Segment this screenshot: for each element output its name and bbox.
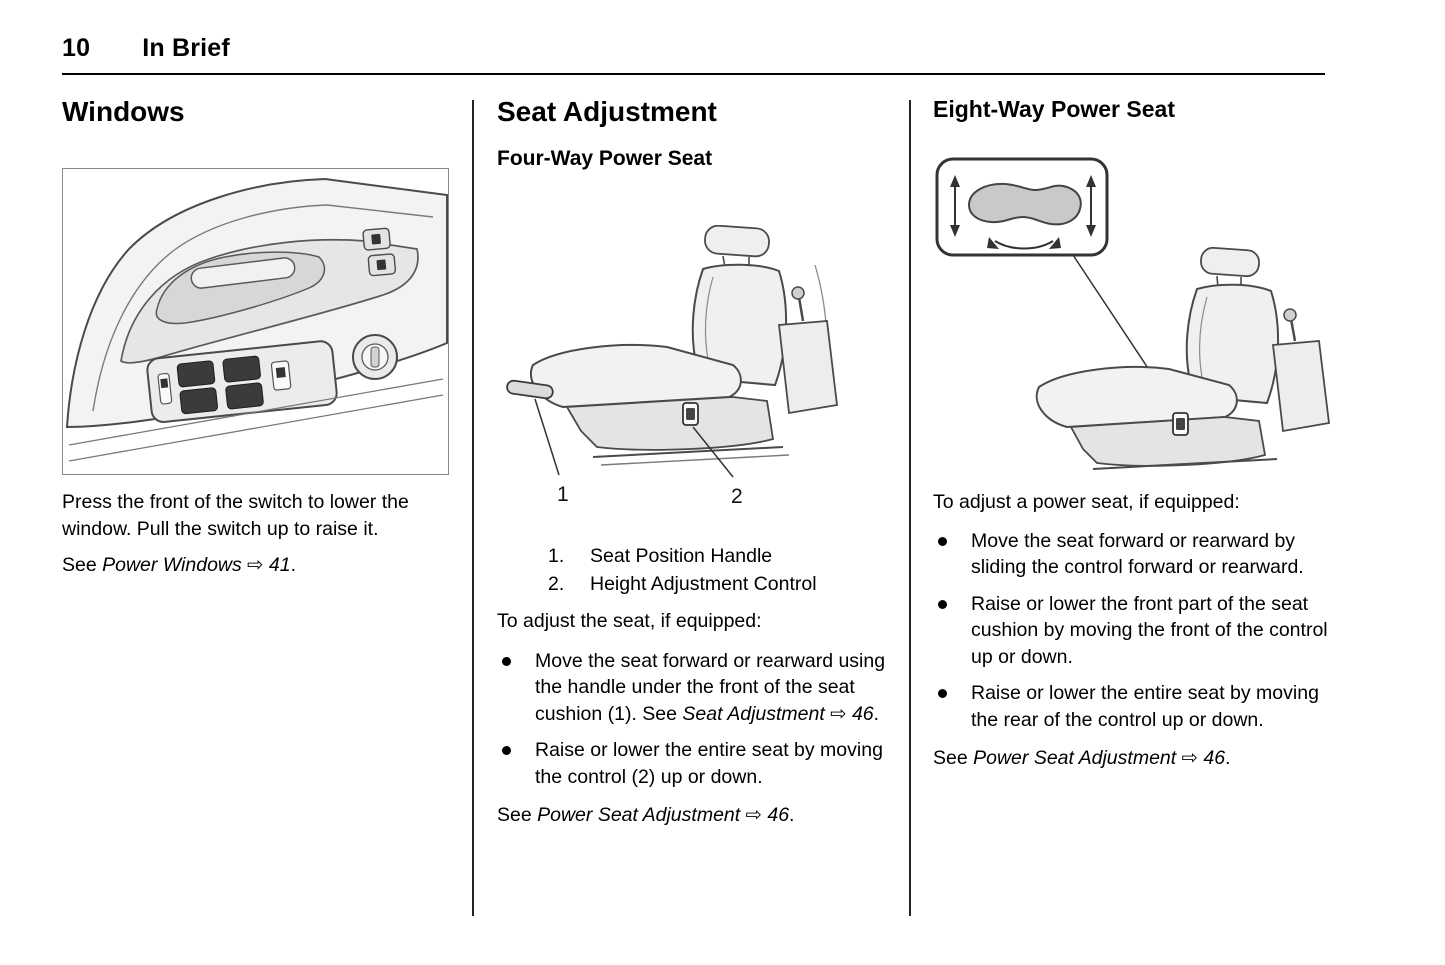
bullet-item: Raise or lower the front part of the sea… — [933, 591, 1333, 671]
seat-position-handle — [506, 379, 554, 400]
page-number: 10 — [62, 34, 91, 62]
seat-adjustment-ref: Seat Adjustment ⇨ 46 — [682, 702, 874, 725]
bullet-dot — [938, 599, 947, 609]
window-switch-cluster — [146, 340, 338, 423]
see-suffix: . — [1225, 747, 1231, 769]
column-windows: Windows — [62, 98, 457, 579]
callout-2-label: 2 — [731, 485, 743, 508]
seat-base — [565, 396, 775, 451]
seat-adjustment-see-also: See Power Seat Adjustment ⇨ 46. — [497, 802, 897, 829]
seat-base — [1069, 416, 1267, 467]
eight-way-seat-drawing — [935, 157, 1330, 470]
section-title: In Brief — [142, 34, 230, 62]
door-panel-drawing — [65, 177, 448, 462]
bullet-item: Move the seat forward or rearward by sli… — [933, 528, 1333, 581]
power-seat-control-icon — [935, 157, 1109, 257]
door-pull-handle — [190, 257, 296, 289]
bullet-text: Raise or lower the entire seat by moving… — [971, 682, 1319, 731]
headrest — [704, 224, 770, 269]
bullet-dot — [502, 656, 511, 666]
seat-cushion — [1035, 366, 1238, 429]
door-panel-illustration — [62, 168, 449, 475]
headrest — [1200, 246, 1260, 289]
bullet-text: Raise or lower the front part of the sea… — [971, 592, 1328, 668]
windows-see-also: See Power Windows ⇨ 41. — [62, 552, 457, 579]
windows-body-text: Press the front of the switch to lower t… — [62, 491, 409, 540]
bullet-item: Move the seat forward or rearward using … — [497, 648, 897, 728]
seat-parts-list: 1. Seat Position Handle 2. Height Adjust… — [497, 542, 897, 598]
bullet-text: Move the seat forward or rearward using … — [535, 648, 897, 728]
eight-way-intro: To adjust a power seat, if equipped: — [933, 491, 1240, 513]
eight-way-power-seat-heading: Eight-Way Power Seat — [933, 96, 1175, 122]
callout-2-leader — [692, 426, 734, 478]
list-item-number: 1. — [548, 545, 565, 567]
four-way-seat-drawing: 1 2 — [506, 224, 838, 508]
bullet-item: Raise or lower the entire seat by moving… — [497, 737, 897, 790]
bullet-text-body: Move the seat forward or rearward using … — [535, 649, 886, 725]
mirror-control-knob — [352, 334, 398, 380]
bullet-dot — [938, 536, 947, 546]
four-way-seat-illustration: 1 2 — [497, 224, 862, 510]
power-seat-adjustment-ref: Power Seat Adjustment ⇨ 46 — [537, 804, 790, 826]
power-windows-ref: Power Windows ⇨ 41 — [102, 554, 291, 576]
see-prefix: See — [62, 554, 103, 576]
center-console — [1271, 308, 1330, 433]
bullet-dot — [938, 689, 947, 698]
column-divider-2 — [909, 100, 911, 916]
power-seat-side-control — [1172, 412, 1189, 436]
center-console — [778, 286, 838, 415]
callout-1-label: 1 — [557, 483, 569, 506]
windows-heading: Windows — [62, 96, 185, 127]
see-suffix: . — [789, 804, 795, 826]
see-prefix: See — [497, 804, 538, 826]
header-rule — [62, 73, 1325, 75]
page-header: 10 In Brief — [62, 34, 230, 63]
column-divider-1 — [472, 100, 474, 916]
window-lock-switches — [362, 227, 397, 277]
list-item-number: 2. — [548, 573, 565, 595]
callout-1-leader — [534, 398, 560, 476]
column-seat-adjustment: Seat Adjustment Four-Way Power Seat — [497, 98, 897, 829]
bullet-item: Raise or lower the entire seat by moving… — [933, 680, 1333, 733]
see-prefix: See — [933, 747, 974, 769]
seat-adjustment-intro: To adjust the seat, if equipped: — [497, 610, 762, 632]
list-item: 1. Seat Position Handle — [548, 542, 897, 570]
seat-adjustment-heading: Seat Adjustment — [497, 96, 717, 127]
eight-way-bullets: Move the seat forward or rearward by sli… — [933, 528, 1333, 734]
bullet-dot — [502, 746, 511, 755]
list-item-label: Height Adjustment Control — [590, 573, 817, 595]
eight-way-see-also: See Power Seat Adjustment ⇨ 46. — [933, 745, 1333, 772]
seat-adjustment-bullets: Move the seat forward or rearward using … — [497, 648, 897, 791]
see-suffix: . — [290, 554, 297, 576]
column-eight-way-power-seat: Eight-Way Power Seat — [933, 98, 1333, 772]
bullet-text: Raise or lower the entire seat by moving… — [535, 739, 883, 788]
height-adjustment-control — [682, 402, 699, 426]
power-seat-adjustment-ref: Power Seat Adjustment ⇨ 46 — [973, 747, 1226, 769]
bullet-text: Move the seat forward or rearward by sli… — [971, 529, 1304, 579]
list-item: 2. Height Adjustment Control — [548, 570, 897, 598]
list-item-label: Seat Position Handle — [590, 545, 773, 567]
four-way-power-seat-heading: Four-Way Power Seat — [497, 147, 713, 170]
bullet-text-suffix: . — [873, 702, 880, 725]
eight-way-seat-illustration — [933, 153, 1333, 473]
